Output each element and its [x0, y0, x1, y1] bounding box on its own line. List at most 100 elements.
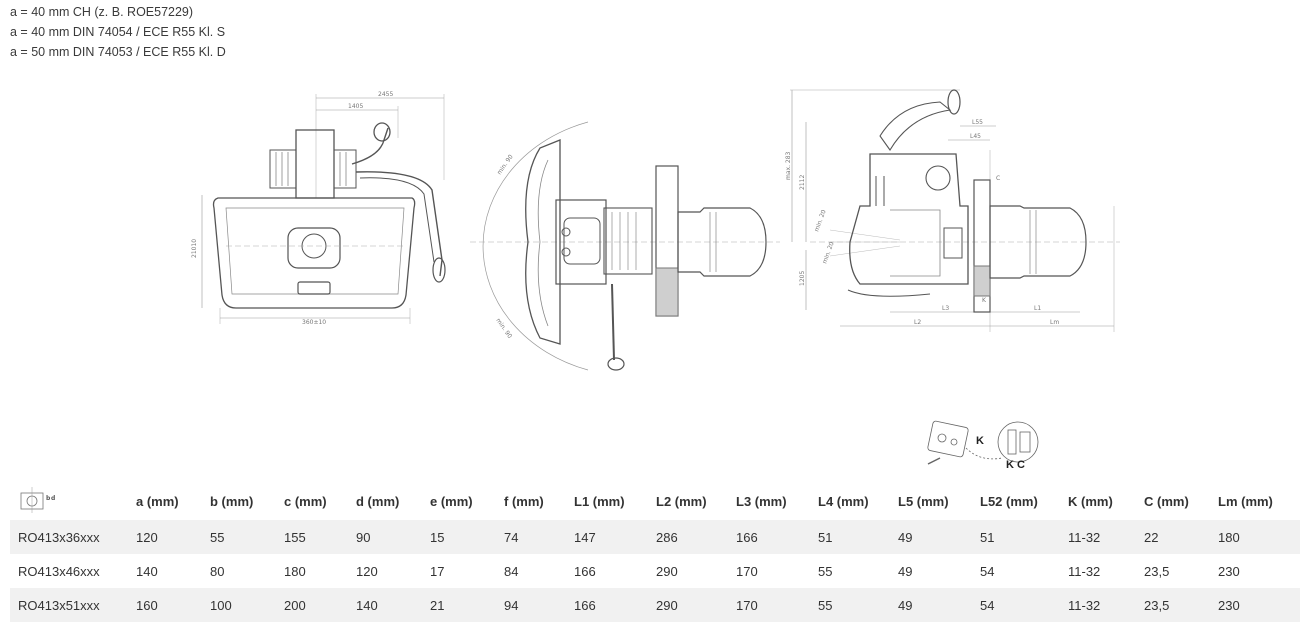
dim-label: max. 283: [785, 151, 792, 180]
model-cell: RO413x36xxx: [10, 520, 128, 554]
table-cell: 170: [736, 563, 758, 579]
table-cell: 11-32: [1060, 588, 1136, 622]
k-c-detail-illustration: K K C: [927, 420, 1039, 471]
column-header: f (mm): [504, 493, 544, 509]
k-label: K: [976, 435, 984, 447]
table-cell: 54: [980, 563, 995, 579]
table-cell: 11-32: [1060, 520, 1136, 554]
table-cell: 155: [276, 520, 348, 554]
table-cell: 94: [496, 588, 566, 622]
table-cell: 49: [890, 520, 972, 554]
table-cell: 55: [202, 520, 276, 554]
dim-label: L1: [1034, 305, 1041, 312]
specs-table: b d a (mm) b (mm) c (mm) d (mm) e (mm) f…: [10, 482, 1300, 622]
dim-label: 2112: [799, 175, 806, 190]
column-header: a (mm): [136, 493, 179, 509]
table-cell: 74: [496, 520, 566, 554]
table-row: RO413x51xxx 160 100 200 140 21 94 166 29…: [10, 588, 1300, 622]
table-cell: 230: [1218, 563, 1240, 579]
table-cell: 166: [574, 563, 596, 579]
dim-label: L55: [972, 119, 983, 126]
table-cell: 55: [810, 588, 890, 622]
table-cell: 140: [348, 588, 422, 622]
side-view-drawing: [470, 121, 780, 371]
table-cell: 290: [648, 588, 728, 622]
table-cell: 49: [898, 563, 913, 579]
dim-label: 1205: [799, 271, 806, 286]
dim-label: L3: [942, 305, 949, 312]
dim-label: 360±10: [302, 319, 326, 326]
column-header: c (mm): [284, 493, 327, 509]
notes: a = 40 mm CH (z. B. ROE57229) a = 40 mm …: [10, 2, 226, 62]
table-cell: 11-32: [1068, 563, 1101, 579]
column-header: e (mm): [430, 493, 473, 509]
dim-label: L2: [914, 319, 921, 326]
table-header-row: b d a (mm) b (mm) c (mm) d (mm) e (mm) f…: [10, 482, 1300, 520]
right-view-drawing: [790, 89, 1120, 332]
table-cell: 15: [422, 520, 496, 554]
table-cell: 120: [128, 520, 202, 554]
note-line: a = 50 mm DIN 74053 / ECE R55 Kl. D: [10, 45, 226, 59]
table-cell: 120: [356, 563, 378, 579]
table-cell: 51: [810, 520, 890, 554]
dimension-diagram-icon: b d: [20, 486, 55, 513]
table-cell: 160: [128, 588, 202, 622]
column-header: b (mm): [210, 493, 254, 509]
table-cell: 140: [136, 563, 158, 579]
table-cell: 230: [1210, 588, 1300, 622]
specs-table-wrapper: b d a (mm) b (mm) c (mm) d (mm) e (mm) f…: [10, 482, 1300, 622]
dim-label: 1405: [348, 103, 363, 110]
front-view-drawing: [201, 94, 446, 324]
table-cell: 90: [348, 520, 422, 554]
dim-label: min. 90: [496, 153, 515, 176]
table-cell: 180: [284, 563, 306, 579]
column-header: L5 (mm): [898, 493, 949, 509]
dim-label: Lm: [1050, 319, 1059, 326]
column-header: L1 (mm): [574, 493, 625, 509]
column-header: L2 (mm): [656, 493, 707, 509]
dim-label: 21010: [191, 239, 198, 258]
table-cell: 180: [1210, 520, 1300, 554]
column-header: L52 (mm): [980, 493, 1038, 509]
table-cell: 80: [210, 563, 225, 579]
table-cell: 51: [972, 520, 1060, 554]
table-cell: 22: [1136, 520, 1210, 554]
column-header: L4 (mm): [818, 493, 869, 509]
table-row: RO413x46xxx 140 80 180 120 17 84 166 290…: [10, 554, 1300, 588]
column-header: K (mm): [1068, 493, 1113, 509]
note-line: a = 40 mm CH (z. B. ROE57229): [10, 5, 194, 19]
dimension-diagram-icon-cell: b d: [10, 482, 128, 520]
kc-label: K C: [1006, 459, 1025, 471]
model-cell: RO413x46xxx: [18, 563, 100, 579]
table-cell: 286: [648, 520, 728, 554]
table-cell: 54: [972, 588, 1060, 622]
table-cell: 55: [818, 563, 833, 579]
column-header: C (mm): [1144, 493, 1189, 509]
table-cell: 170: [728, 588, 810, 622]
dim-label: K: [982, 297, 987, 304]
table-cell: 23,5: [1144, 563, 1170, 579]
column-header: Lm (mm): [1218, 493, 1273, 509]
table-cell: 147: [566, 520, 648, 554]
dim-label: 2455: [378, 91, 393, 98]
dim-label: L45: [970, 133, 981, 140]
table-cell: 21: [422, 588, 496, 622]
table-cell: 23,5: [1136, 588, 1210, 622]
table-cell: 84: [504, 563, 519, 579]
table-cell: 200: [276, 588, 348, 622]
dim-label: C: [996, 175, 1000, 182]
technical-drawings: 2455 1405 21010 360±10 min. 90 min. 90 m…: [191, 89, 1120, 371]
dim-label: min. 20: [813, 209, 827, 233]
table-cell: 290: [656, 563, 678, 579]
table-cell: 166: [728, 520, 810, 554]
svg-text:b: b: [46, 495, 51, 502]
dim-label: min. 20: [821, 241, 835, 265]
model-cell: RO413x51xxx: [10, 588, 128, 622]
svg-text:d: d: [51, 495, 55, 502]
column-header: d (mm): [356, 493, 400, 509]
table-row: RO413x36xxx 120 55 155 90 15 74 147 286 …: [10, 520, 1300, 554]
note-line: a = 40 mm DIN 74054 / ECE R55 Kl. S: [10, 25, 226, 39]
table-cell: 17: [430, 563, 445, 579]
table-cell: 166: [566, 588, 648, 622]
table-cell: 100: [202, 588, 276, 622]
